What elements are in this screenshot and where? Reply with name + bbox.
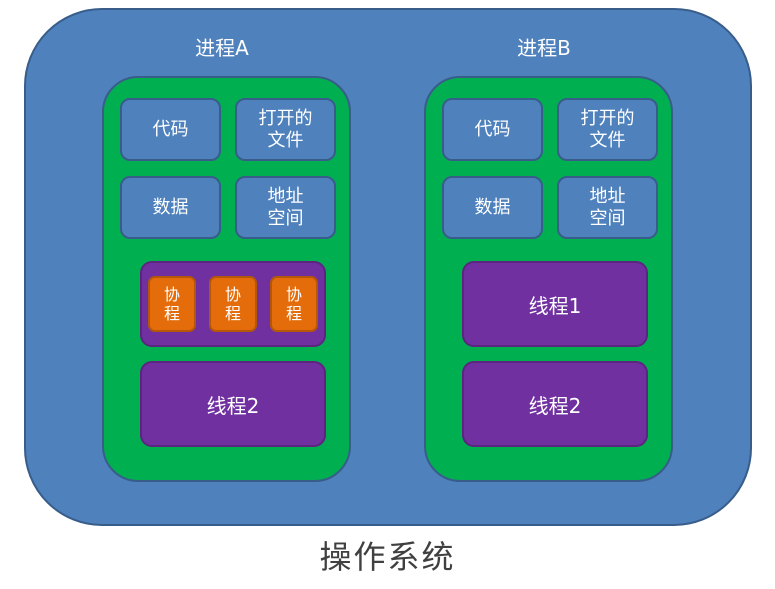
process-a-code: 代码 xyxy=(120,98,221,161)
process-a-open-files: 打开的 文件 xyxy=(235,98,336,161)
coroutine-3: 协 程 xyxy=(270,276,318,332)
coroutine-2: 协 程 xyxy=(209,276,257,332)
process-b-thread-2: 线程2 xyxy=(462,361,648,447)
process-b-data: 数据 xyxy=(442,176,543,239)
process-a-thread-2: 线程2 xyxy=(140,361,326,447)
process-a-box: 代码 打开的 文件 数据 地址 空间 协 程 协 程 协 程 线程2 xyxy=(102,76,351,482)
process-b-open-files: 打开的 文件 xyxy=(557,98,658,161)
operating-system-label: 操作系统 xyxy=(319,538,456,576)
process-a-address-space: 地址 空间 xyxy=(235,176,336,239)
process-a-data: 数据 xyxy=(120,176,221,239)
process-b-thread-1: 线程1 xyxy=(462,261,648,347)
process-b-code: 代码 xyxy=(442,98,543,161)
process-b-title: 进程B xyxy=(517,36,571,60)
coroutine-1: 协 程 xyxy=(148,276,196,332)
process-a-title: 进程A xyxy=(195,36,249,60)
process-b-box: 代码 打开的 文件 数据 地址 空间 线程1 线程2 xyxy=(424,76,673,482)
process-a-coroutine-thread: 协 程 协 程 协 程 xyxy=(140,261,326,347)
process-b-address-space: 地址 空间 xyxy=(557,176,658,239)
